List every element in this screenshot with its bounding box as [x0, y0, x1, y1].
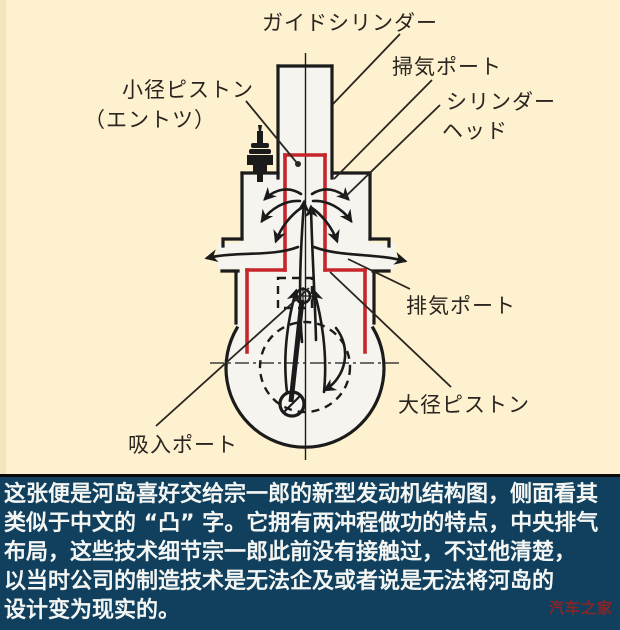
leader-lines: [155, 33, 452, 427]
label-exhaust-port: 排気ポート: [406, 294, 516, 318]
engine-diagram: ガイドシリンダー 掃気ポート シリンダー ヘッド 小径ピストン （エントツ） 排…: [84, 11, 556, 460]
spark-plug-icon: [247, 125, 273, 182]
label-large-piston: 大径ピストン: [398, 393, 530, 417]
label-small-piston-line2: （エントツ）: [84, 108, 216, 132]
caption-line-2: 类似于中文的 “凸” 字。它拥有两冲程做功的特点，中央排气: [4, 511, 599, 536]
label-cylinder-head-line1: シリンダー: [446, 90, 556, 114]
label-guide-cylinder: ガイドシリンダー: [262, 11, 438, 35]
label-scavenging-port: 掃気ポート: [392, 55, 502, 79]
caption-line-5: 设计变为现实的。: [4, 598, 181, 623]
caption-line-1: 这张便是河岛喜好交给宗一郎的新型发动机结构图，侧面看其: [4, 482, 599, 507]
caption-line-4: 以当时公司的制造技术是无法企及或者说是无法将河岛的: [4, 569, 555, 594]
autohome-watermark: 汽车之家: [548, 599, 613, 617]
caption-line-3: 布局，这些技术细节宗一郎此前没有接触过，不过他清楚，: [4, 540, 577, 565]
flow-arrows: [204, 187, 408, 394]
label-cylinder-head-line2: ヘッド: [442, 119, 508, 143]
label-intake-port: 吸入ポート: [128, 433, 238, 457]
label-small-piston-line1: 小径ピストン: [122, 78, 254, 102]
left-edge-strip: [0, 0, 6, 477]
caption-bar: 这张便是河岛喜好交给宗一郎的新型发动机结构图，侧面看其 类似于中文的 “凸” 字…: [0, 474, 620, 630]
centerlines: [210, 53, 400, 460]
